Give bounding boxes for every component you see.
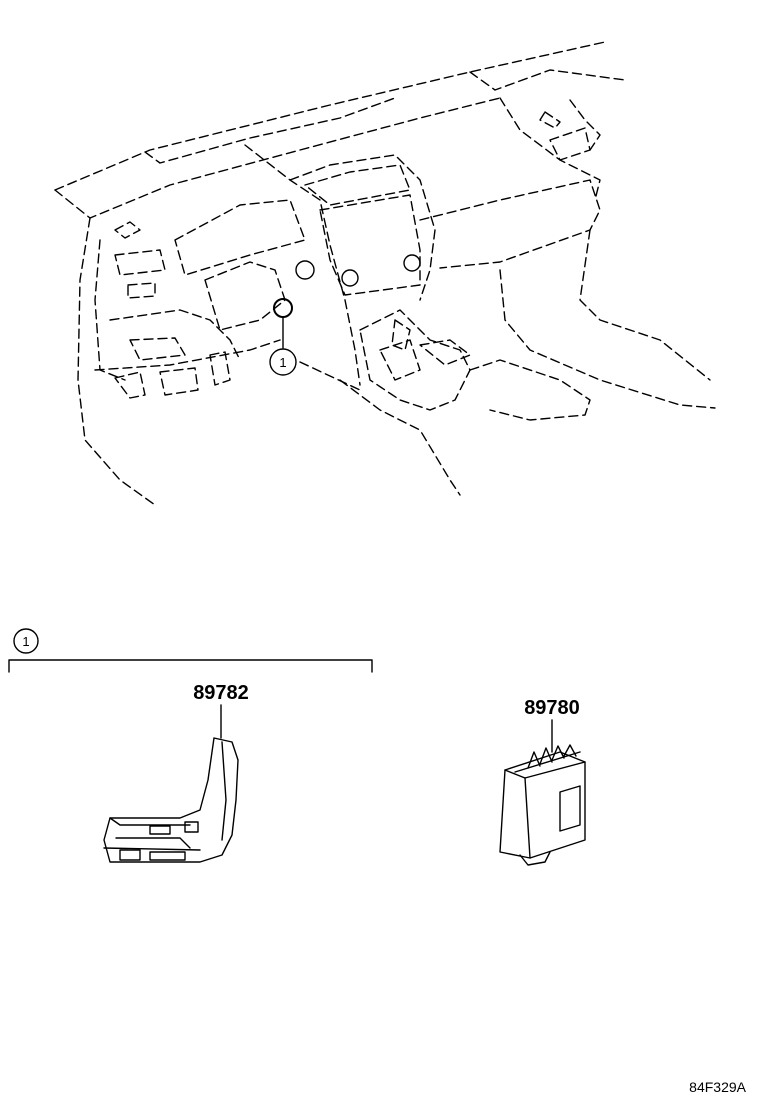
svg-text:1: 1 (22, 634, 29, 649)
legend-bracket (8, 659, 373, 673)
part-89782-drawing (103, 737, 239, 863)
switch-location-marker (273, 298, 293, 318)
dashboard-phantom-outline (54, 41, 716, 506)
callout-1-legend: 1 (13, 628, 39, 654)
part-number-89782: 89782 (193, 682, 249, 704)
diagram-code: 84F329A (689, 1079, 746, 1095)
dashboard-knobs (295, 254, 421, 287)
part-89780-drawing (499, 744, 586, 866)
svg-text:1: 1 (279, 355, 286, 370)
callout-1: 1 (269, 348, 297, 376)
part-number-89780: 89780 (524, 697, 580, 719)
